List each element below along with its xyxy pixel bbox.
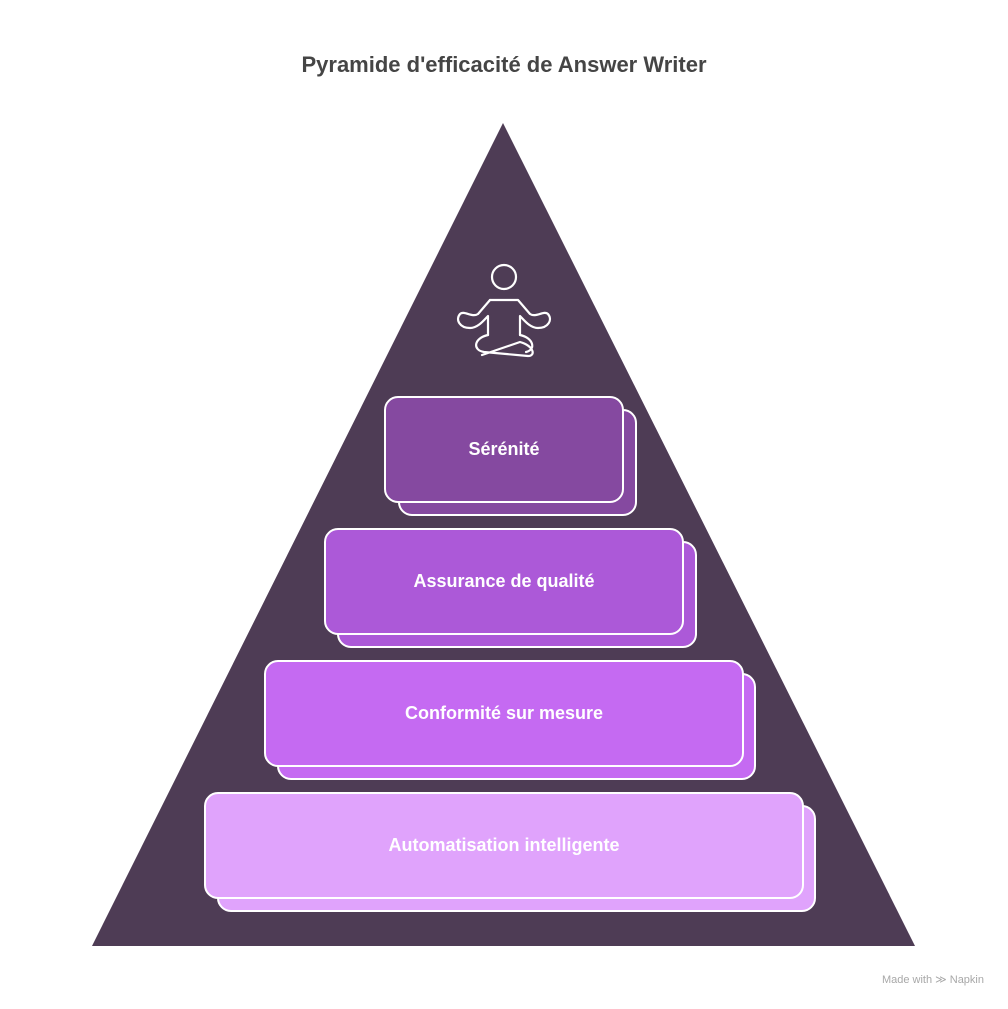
- made-with-text: Made with: [881, 974, 933, 986]
- level-label: Assurance de qualité: [324, 528, 684, 635]
- level-label: Conformité sur mesure: [264, 660, 744, 767]
- level-label: Sérénité: [384, 396, 624, 503]
- brand-text: Napkin: [949, 974, 984, 986]
- level-label: Automatisation intelligente: [204, 792, 804, 899]
- diagram-title: Pyramide d'efficacité de Answer Writer: [301, 52, 707, 77]
- meditation-person-icon: [456, 263, 552, 358]
- napkin-logo-icon: ≫: [935, 974, 947, 986]
- napkin-watermark: Made with ≫ Napkin: [882, 973, 984, 986]
